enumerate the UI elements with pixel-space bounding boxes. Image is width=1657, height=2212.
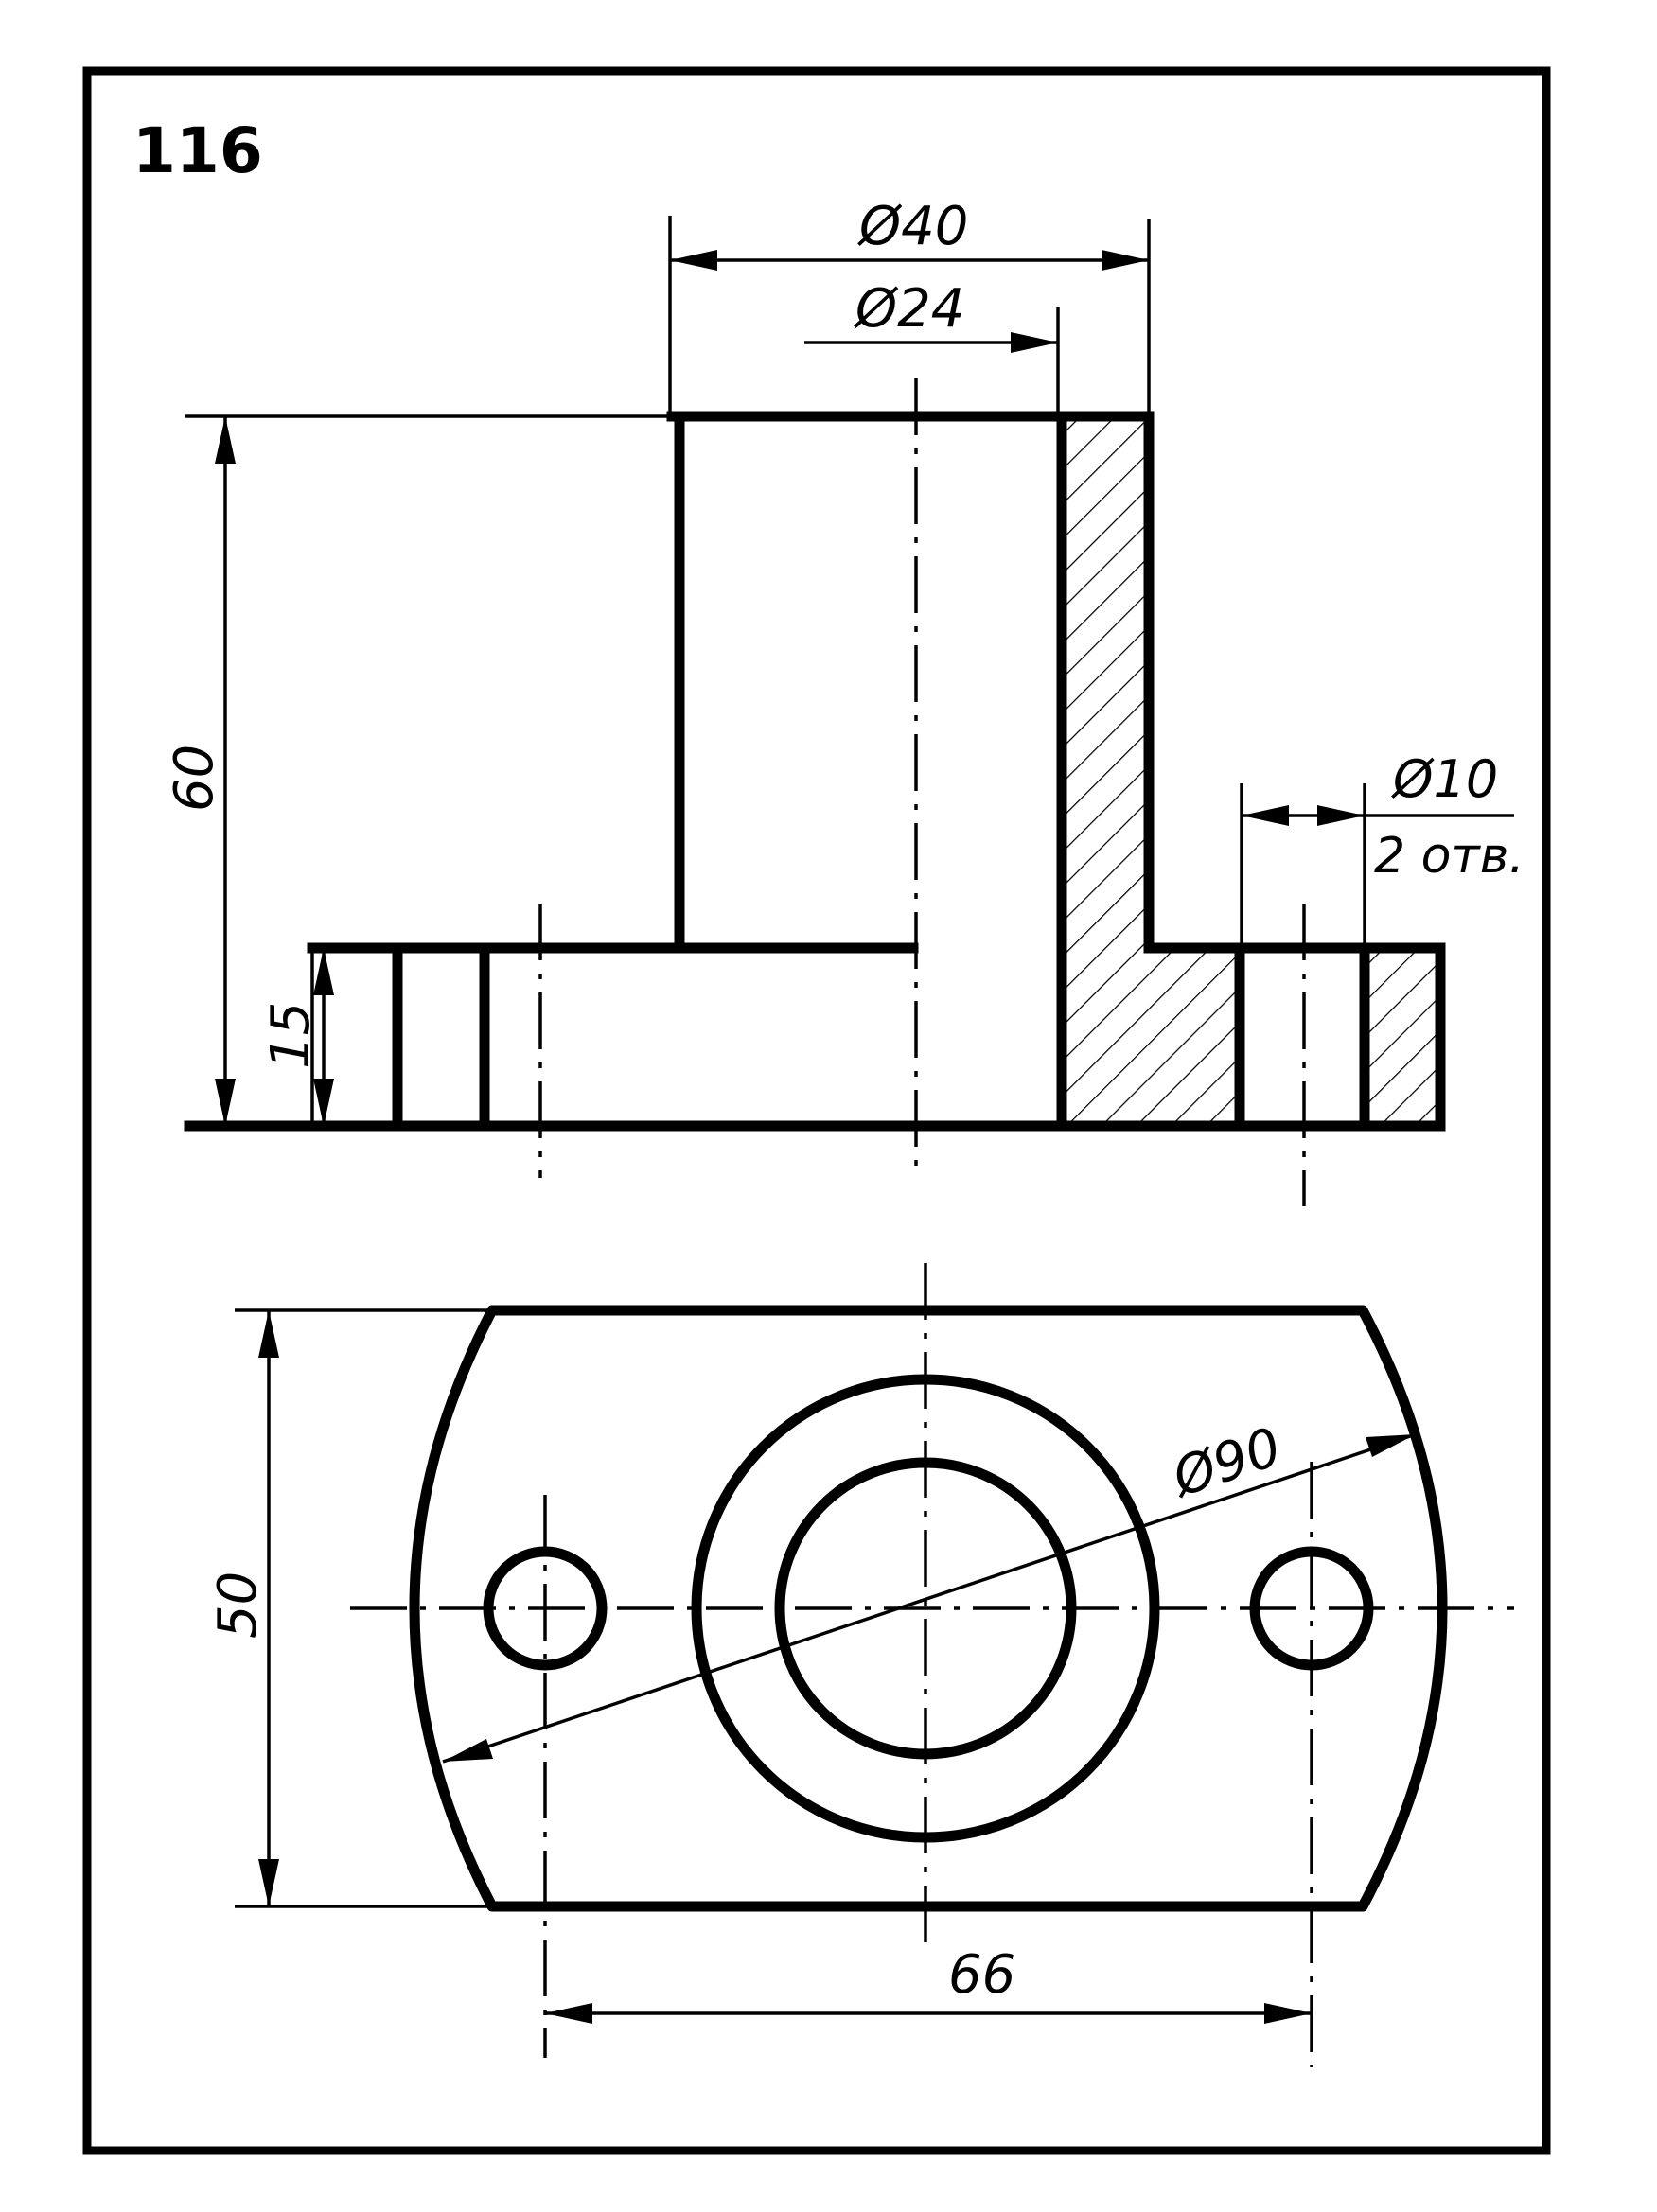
dim-inner-diameter: Ø24 <box>854 278 964 340</box>
dim-flange-diameter: Ø90 <box>1164 1416 1289 1510</box>
figure-number: 116 <box>132 114 263 187</box>
dim-flange-height: 15 <box>260 1002 322 1069</box>
flange-outline <box>409 1305 1448 1912</box>
top-view <box>350 1263 1514 2067</box>
dim-hole-spacing: 66 <box>948 1944 1015 2006</box>
section-hatch-flange-end <box>1365 948 1440 1126</box>
drawing-frame <box>82 66 1551 2155</box>
front-view <box>184 378 1446 1206</box>
dim-flange-width: 50 <box>207 1571 269 1639</box>
dim-outer-diameter: Ø40 <box>857 196 968 257</box>
dim-hole-diameter: Ø10 <box>1391 749 1498 809</box>
dim-total-height: 60 <box>164 745 225 812</box>
top-view-dimensions: 50 66 Ø90 <box>207 1308 1417 2024</box>
front-view-dimensions: Ø40 Ø24 60 15 Ø10 2 отв. <box>164 196 1525 1126</box>
dim-hole-count: 2 отв. <box>1374 828 1525 885</box>
